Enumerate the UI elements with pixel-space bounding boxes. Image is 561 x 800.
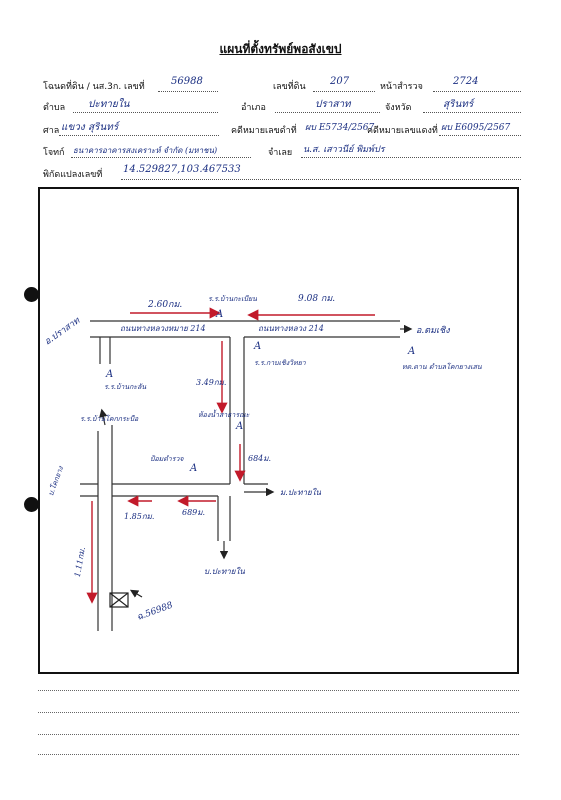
coord-label: พิกัดแปลงเลขที่ xyxy=(43,170,103,180)
main-road xyxy=(90,320,413,338)
punch-hole-top xyxy=(24,287,39,302)
blank-line-3 xyxy=(38,734,519,735)
form-row-court: ศาล แขวง สุรินทร์ คดีหมายเลขดำที่ ผบ E57… xyxy=(43,120,523,136)
label-bottom-village: บ.ปะทายใน xyxy=(204,566,245,576)
label-left-town: อ.ปราสาท xyxy=(43,315,83,347)
case-red-value: ผบ E6095/2567 xyxy=(441,123,511,133)
court-label: ศาล xyxy=(43,126,60,136)
punch-hole-bottom xyxy=(24,497,39,512)
plaintiff-value: ธนาคารอาคารสงเคราะห์ จำกัด (มหาชน) xyxy=(73,146,218,155)
survey-page-label: หน้าสำรวจ xyxy=(380,82,423,92)
label-dist-bottom-2: 689ม. xyxy=(182,508,205,517)
vertical-road-2 xyxy=(217,496,231,560)
label-top-road-2: ถนนทางหลวง 214 xyxy=(258,324,324,333)
vertical-road-1 xyxy=(229,337,245,484)
district-label: อำเภอ xyxy=(241,103,266,113)
dots xyxy=(275,112,380,113)
dots xyxy=(59,135,219,136)
dots xyxy=(73,112,218,113)
subdistrict-label: ตำบล xyxy=(43,103,66,113)
survey-page-value: 2724 xyxy=(453,76,479,87)
blank-line-2 xyxy=(38,712,519,713)
subdistrict-value: ปะทายใน xyxy=(88,99,130,110)
label-landmark-toilet: ห้องน้ำสาธารณะ xyxy=(198,409,250,419)
form-row-parties: โจทก์ ธนาคารอาคารสงเคราะห์ จำกัด (มหาชน)… xyxy=(43,142,523,158)
dots xyxy=(433,91,521,92)
coord-value: 14.529827,103.467533 xyxy=(123,164,241,175)
case-black-label: คดีหมายเลขดำที่ xyxy=(231,126,297,136)
marker-school-mid: A xyxy=(253,341,261,352)
dots xyxy=(313,91,375,92)
land-no-label: เลขที่ดิน xyxy=(273,82,306,92)
side-stub xyxy=(99,337,111,364)
dots xyxy=(121,179,521,180)
label-school-right: ทต.ตาน ตำบลโคกยางเสน xyxy=(402,362,482,371)
cross-road xyxy=(80,483,275,497)
label-school-left: ร.ร.บ้านกะลัน xyxy=(104,383,146,391)
dots xyxy=(71,157,251,158)
defendant-value: น.ส. เสาวนีย์ พิมพ์ปร xyxy=(303,145,385,155)
label-dist-vertical-2: 684ม. xyxy=(248,454,271,463)
marker-toilet: A xyxy=(235,421,243,432)
label-left-vertical: บ.โคกยาง xyxy=(46,464,65,497)
label-top-road: ถนนทางหลวงหมาย 214 xyxy=(120,324,206,333)
marker-school-left: A xyxy=(105,369,113,380)
left-road xyxy=(97,408,113,631)
page-title: แผนที่ตั้งทรัพย์พอสังเขป xyxy=(219,42,342,56)
case-black-value: ผบ E5734/2567 xyxy=(305,123,375,133)
case-red-label: คดีหมายเลขแดงที่ xyxy=(367,126,438,136)
dots xyxy=(158,91,218,92)
deed-value: 56988 xyxy=(171,76,203,87)
dots xyxy=(423,112,521,113)
form-row-coordinates: พิกัดแปลงเลขที่ 14.529827,103.467533 xyxy=(43,164,523,180)
dots xyxy=(301,157,521,158)
deed-label: โฉนดที่ดิน / นส.3ก. เลขที่ xyxy=(43,82,145,92)
label-school-top: ร.ร.บ้านกะเบียน xyxy=(208,295,257,303)
label-dist-top-right: 9.08 กม. xyxy=(298,294,335,304)
province-value: สุรินทร์ xyxy=(443,99,474,110)
blank-line-4 xyxy=(38,754,519,755)
label-right-town: อ.ตมเชิง xyxy=(416,325,450,336)
marker-school-top: A xyxy=(215,309,223,320)
form-row-location: ตำบล ปะทายใน อำเภอ ปราสาท จังหวัด สุรินท… xyxy=(43,97,523,113)
marker-school-right: A xyxy=(407,346,415,357)
label-property: ฉ.56988 xyxy=(136,601,175,623)
form-row-deed: โฉนดที่ดิน / นส.3ก. เลขที่ 56988 เลขที่ด… xyxy=(43,76,523,92)
label-right-village: ม.ปะทายใน xyxy=(280,487,322,497)
label-dist-top-left: 2.60กม. xyxy=(147,300,182,310)
defendant-label: จำเลย xyxy=(268,148,293,158)
label-school-mid: ร.ร.กาบเชิงวิทยา xyxy=(254,359,307,367)
marker-police: A xyxy=(189,463,197,474)
map-sketch: A A A A A A ถนนทางหลวงหมาย 214 ถนนทางหลว… xyxy=(43,294,482,631)
dots xyxy=(439,135,521,136)
label-dist-bottom-1: 1.85กม. xyxy=(124,512,154,521)
label-dist-left: 1.11กม. xyxy=(73,546,87,578)
plaintiff-label: โจทก์ xyxy=(43,148,65,158)
route-arrows xyxy=(86,307,375,604)
blank-line-1 xyxy=(38,690,519,691)
label-school-far-left: ร.ร.บ้านโคกกระบือ xyxy=(80,414,139,423)
land-no-value: 207 xyxy=(330,76,350,87)
property-parcel xyxy=(109,589,143,608)
label-landmark-police: ป้อมตำรวจ xyxy=(150,455,184,463)
label-dist-vertical-1: 3.49กม. xyxy=(196,378,226,387)
province-label: จังหวัด xyxy=(385,103,412,113)
court-value: แขวง สุรินทร์ xyxy=(61,122,119,133)
district-value: ปราสาท xyxy=(315,99,351,110)
map-frame: A A A A A A ถนนทางหลวงหมาย 214 ถนนทางหลว… xyxy=(38,187,519,674)
